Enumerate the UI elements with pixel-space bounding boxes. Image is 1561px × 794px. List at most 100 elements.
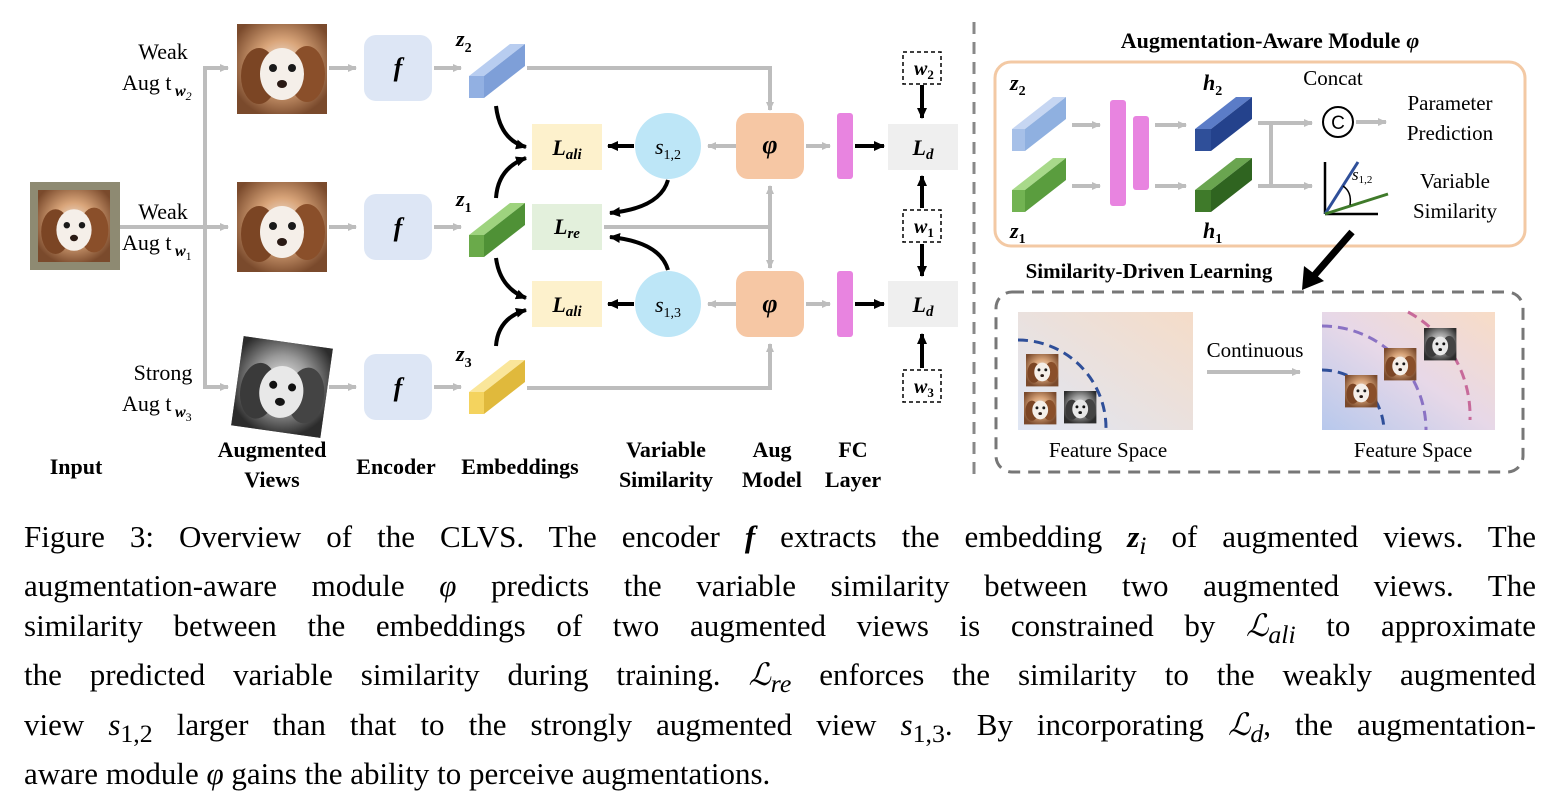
branch-labels: Weak Aug t w2 Weak Aug t w1 Strong Aug t…: [122, 39, 192, 424]
svg-text:φ: φ: [762, 289, 777, 318]
svg-text:FC: FC: [838, 437, 867, 462]
aug-model-bottom: φ: [736, 271, 804, 337]
embedding-to-aug-model-lines: [527, 66, 774, 390]
svg-text:Ld: Ld: [912, 292, 934, 320]
embedding-z1: [469, 203, 525, 257]
module-embedding-z2: [1012, 97, 1066, 151]
svg-text:Views: Views: [244, 467, 300, 492]
weight-w1: w1: [902, 209, 942, 243]
aug-label-mid: Aug t: [122, 230, 172, 255]
svg-text:Aug: Aug: [752, 437, 791, 462]
loss-ali-bottom: Lali: [532, 281, 602, 327]
variable-similarity-angle-icon: s1,2: [1323, 161, 1389, 216]
figure-caption: Figure 3: Overview of the CLVS. The enco…: [24, 517, 1536, 794]
loss-d-bottom: Ld: [888, 281, 958, 327]
feature-space-left: [1017, 312, 1193, 430]
strong-label: Strong: [134, 360, 193, 385]
input-column-label: Input: [50, 454, 103, 479]
aug-sub-bottom: w3: [175, 404, 192, 424]
svg-text:f: f: [394, 53, 405, 82]
weight-w2: w2: [902, 51, 942, 85]
variable-similarity-label: Variable Similarity: [1413, 169, 1498, 223]
concat-icon: C: [1322, 106, 1354, 138]
svg-text:z1: z1: [1009, 218, 1026, 247]
augmented-view-weak-2: [237, 24, 327, 114]
svg-text:Encoder: Encoder: [356, 454, 436, 479]
encoder-to-embedding-arrows: [434, 64, 462, 391]
module-panel: [993, 60, 1527, 248]
learning-panel: [994, 290, 1525, 474]
svg-text:Ld: Ld: [912, 135, 934, 163]
similarity-s12: s1,2: [635, 113, 701, 179]
encoder-middle: f: [364, 194, 432, 260]
svg-text:Variable: Variable: [626, 437, 706, 462]
module-to-learning-arrow: [1309, 229, 1355, 281]
svg-text:z3: z3: [455, 341, 472, 371]
feature-space-right-label: Feature Space: [1354, 438, 1472, 462]
aug-sub-top: w2: [175, 83, 192, 103]
module-gray-arrows: [1072, 121, 1187, 190]
svg-text:Variable: Variable: [1420, 169, 1490, 193]
svg-text:f: f: [394, 373, 405, 402]
weight-w3: w3: [902, 369, 942, 403]
svg-text:z2: z2: [455, 26, 472, 56]
embedding-to-loss-arrows: [494, 105, 527, 347]
module-labels: z2 z1 h2 h1: [1009, 70, 1222, 247]
fc-layer-top: [837, 113, 853, 179]
feature-space-left-label: Feature Space: [1049, 438, 1167, 462]
loss-d-top: Ld: [888, 124, 958, 170]
svg-text:f: f: [394, 213, 405, 242]
svg-text:Lre: Lre: [553, 214, 580, 242]
svg-text:Lali: Lali: [551, 135, 582, 163]
svg-text:Similarity: Similarity: [619, 467, 713, 492]
svg-text:s1,2: s1,2: [655, 134, 681, 163]
loss-re: Lre: [532, 204, 602, 250]
continuous-label: Continuous: [1207, 338, 1304, 362]
learning-title: Similarity-Driven Learning: [1026, 259, 1273, 283]
aug-sub-mid: w1: [175, 243, 192, 263]
module-to-learning-arrowhead: [1302, 266, 1324, 290]
caption-line-4: the predicted variable similarity during…: [24, 657, 1536, 699]
svg-text:h2: h2: [1203, 70, 1222, 99]
svg-text:Similarity: Similarity: [1413, 199, 1498, 223]
weak-label-top: Weak: [138, 39, 188, 64]
encoder-top: f: [364, 35, 432, 101]
loss-ali-top: Lali: [532, 124, 602, 170]
module-split-connector: [1258, 119, 1313, 190]
svg-text:Augmented: Augmented: [218, 437, 327, 462]
embedding-z3: [469, 360, 525, 414]
branch-connectors: [120, 64, 229, 391]
clvs-overview-figure: Weak Aug t w2 Weak Aug t w1 Strong Aug t…: [30, 22, 1527, 492]
svg-text:s1,2: s1,2: [1352, 165, 1372, 186]
embedding-z2: [469, 44, 525, 98]
aug-label-top: Aug t: [122, 70, 172, 95]
aug-model-arrows: [707, 142, 831, 308]
similarity-to-loss-arrows: [607, 141, 670, 309]
module-embedding-z1: [1012, 158, 1066, 212]
caption-line-5: view s1,2 larger than that to the strong…: [24, 706, 1536, 748]
caption-line-3: similarity between the embeddings of two…: [24, 608, 1536, 650]
fc-layer-bottom: [837, 271, 853, 337]
svg-text:Prediction: Prediction: [1407, 121, 1494, 145]
aug-model-top: φ: [736, 113, 804, 179]
caption-line-1: Figure 3: Overview of the CLVS. The enco…: [24, 519, 1536, 561]
augmented-view-strong: [231, 336, 333, 438]
column-labels: Input Augmented Views Encoder Embeddings…: [50, 437, 882, 492]
svg-text:Layer: Layer: [825, 467, 881, 492]
svg-text:Lali: Lali: [551, 292, 582, 320]
encoder-bottom: f: [364, 354, 432, 420]
parameter-prediction-label: Parameter Prediction: [1407, 91, 1494, 145]
view-to-encoder-arrows: [329, 64, 357, 391]
module-projection-h2: [1195, 97, 1252, 151]
svg-text:h1: h1: [1203, 218, 1222, 247]
svg-text:C: C: [1331, 113, 1345, 134]
svg-text:Parameter: Parameter: [1407, 91, 1492, 115]
svg-text:z2: z2: [1009, 70, 1026, 99]
caption-line-6: aware module φ gains the ability to perc…: [24, 755, 771, 791]
svg-text:Model: Model: [742, 467, 802, 492]
module-mlp-layer-2: [1133, 116, 1149, 190]
fc-to-loss-arrows: [855, 141, 885, 309]
svg-text:s1,3: s1,3: [655, 292, 681, 321]
augmented-view-weak-1: [237, 182, 327, 272]
